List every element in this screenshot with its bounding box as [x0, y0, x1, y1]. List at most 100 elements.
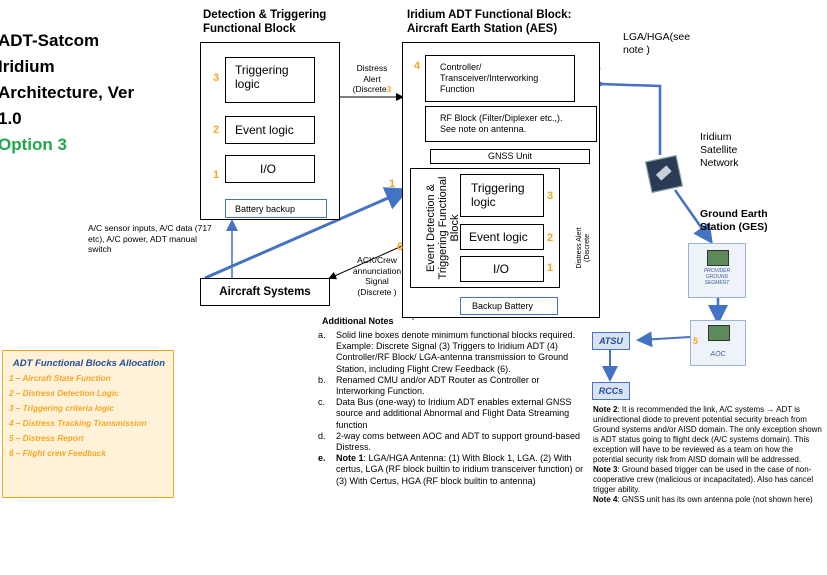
provider-line: GROUND: [705, 274, 729, 280]
aircraft-systems-box: Aircraft Systems: [200, 278, 330, 306]
aoc-box: AOC: [690, 320, 746, 366]
note-text: Renamed CMU and/or ADT Router as Control…: [336, 374, 540, 397]
aes-header-line: Iridium ADT Functional Block:: [407, 9, 572, 21]
sensor-line: etc), A/C power, ADT manual: [88, 233, 197, 244]
detection-event-num: 2: [213, 124, 220, 136]
note-label: c.: [318, 397, 326, 408]
rf-line: RF Block (Filter/Diplexer etc.,).: [440, 113, 563, 123]
note-item-b: b. Renamed CMU and/or ADT Router as Contr…: [318, 375, 590, 397]
antenna-label-line: note ): [623, 44, 650, 56]
ack-arrow: [328, 245, 403, 280]
note-text: Solid line boxes denote minimum function…: [336, 330, 576, 374]
right-notes: Note 2: It is recommended the link, A/C …: [593, 405, 825, 505]
aes-event-logic-box: Event logic: [460, 224, 544, 250]
event-detection-label: Event Detection & Triggering Functional …: [425, 176, 461, 280]
allocation-box: ADT Functional Blocks Allocation 1 – Air…: [2, 350, 174, 498]
note-3-text: : Ground based trigger can be used in th…: [593, 465, 814, 494]
note-label: b.: [318, 374, 326, 385]
ges-provider-text: PROVIDER GROUND SEGMENT: [689, 268, 745, 286]
detection-block-header: Detection & Triggering Functional Block: [203, 8, 326, 36]
note-text: 2-way coms between AOC and ADT to suppor…: [336, 430, 580, 453]
allocation-item: 5 – Distress Report: [9, 434, 84, 443]
ges-box: PROVIDER GROUND SEGMENT: [688, 243, 746, 298]
note-label: a.: [318, 330, 326, 340]
note-3: Note 3: Ground based trigger can be used…: [593, 465, 825, 495]
detection-triggering-logic-box: Triggering logic: [225, 57, 315, 103]
note-text: : LGA/HGA Antenna: (1) With Block 1, LGA…: [336, 453, 584, 486]
aes-triggering-text: logic: [471, 195, 496, 209]
note-item-d: d.2-way coms between AOC and ADT to supp…: [318, 431, 590, 453]
aes-io-box: I/O: [460, 256, 544, 282]
rf-line: See note on antenna.: [440, 124, 527, 134]
title-line: 1.0: [0, 109, 22, 128]
aoc-label: AOC: [710, 351, 726, 358]
aircraft-systems-text: Aircraft Systems: [219, 286, 311, 298]
detection-triggering-num: 3: [213, 72, 220, 84]
antenna-label-line: LGA/HGA(see: [623, 31, 691, 43]
ges-label-line: Ground Earth: [700, 208, 768, 220]
ges-building-icon: [707, 250, 729, 266]
sensor-line: switch: [88, 244, 112, 254]
note-3-bold: Note 3: [593, 465, 618, 474]
aes-io-text: I/O: [493, 262, 510, 276]
aes-io-num: 1: [547, 262, 554, 274]
satellite-label: Iridium Satellite Network: [700, 131, 739, 170]
controller-line: Transceiver/Interworking: [440, 73, 539, 83]
aes-triggering-num: 3: [547, 190, 554, 202]
allocation-item: 4 – Distress Tracking Transmission: [9, 419, 147, 428]
note-label: e.: [318, 453, 326, 464]
detection-io-box: I/O: [225, 155, 315, 183]
note-4-bold: Note 4: [593, 495, 618, 504]
provider-line: SEGMENT: [704, 280, 730, 286]
distress-alert-num: 3: [386, 84, 392, 94]
allocation-item: 1 – Aircraft State Function: [9, 374, 111, 383]
satellite-icon: [645, 155, 683, 193]
ack-line: annunciation: [352, 265, 402, 276]
note-item-e: e.Note 1: LGA/HGA Antenna: (1) With Bloc…: [318, 453, 590, 487]
detection-header-line: Detection & Triggering: [203, 9, 327, 21]
allocation-title: ADT Functional Blocks Allocation: [12, 358, 166, 369]
title-line: Architecture, Ver: [0, 83, 135, 102]
rccs-box: RCCs: [592, 382, 630, 400]
note-2-bold: Note 2: [593, 405, 618, 414]
battery-backup-text: Battery backup: [235, 204, 296, 214]
aircraft-to-aes-arrow: [204, 187, 410, 280]
gnss-unit-box: GNSS Unit: [430, 149, 590, 164]
controller-box: Controller/ Transceiver/Interworking Fun…: [425, 55, 575, 102]
event-logic-text: Event logic: [235, 123, 294, 137]
distress-alert-line: Distress: [356, 63, 388, 73]
triggering-text: logic: [235, 77, 260, 91]
allocation-item: 6 – Flight crew Feedback: [9, 449, 106, 458]
diagram-title: ADT-Satcom Iridium Architecture, Ver 1.0…: [0, 28, 134, 158]
additional-notes-heading: Additional Notes: [322, 316, 394, 326]
aoc-num: 5: [693, 336, 699, 346]
provider-line: PROVIDER: [703, 268, 731, 274]
satellite-label-line: Network: [700, 157, 739, 169]
title-line: Iridium: [0, 57, 55, 76]
aes-header-line: Aircraft Earth Station (AES): [407, 23, 558, 35]
aes-block-header: Iridium ADT Functional Block: Aircraft E…: [407, 8, 571, 36]
controller-line: Function: [440, 84, 475, 94]
note-2: Note 2: It is recommended the link, A/C …: [593, 405, 825, 465]
satellite-label-line: Iridium: [700, 131, 732, 143]
allocation-item: 3 – Triggering criteria logic: [9, 404, 114, 413]
additional-notes-list: a. Solid line boxes denote minimum functi…: [318, 330, 590, 487]
aes-triggering-logic-box: Triggering logic: [460, 174, 544, 217]
antenna-label: LGA/HGA(see note ): [623, 31, 690, 57]
satellite-label-line: Satellite: [700, 144, 738, 156]
antenna-satellite-link: [584, 73, 662, 155]
ack-signal-label: ACK/Crew annunciation Signal (Discrete ): [344, 255, 410, 297]
controller-line: Controller/: [440, 62, 482, 72]
aes-triggering-text: Triggering: [471, 181, 525, 195]
atsu-text: ATSU: [599, 336, 623, 346]
distress-alert-line: Alert: [363, 73, 381, 84]
detection-io-num: 1: [213, 169, 220, 181]
ack-line: Signal: [365, 276, 389, 286]
satellite-ges-link: [673, 189, 713, 245]
ack-line: (Discrete ): [357, 286, 397, 297]
ack-num: 6: [397, 241, 404, 253]
note-4: Note 4: GNSS unit has its own antenna po…: [593, 495, 825, 505]
rccs-text: RCCs: [598, 386, 624, 396]
distress-alert-discrete-label: Distress Alert (Discrete: [576, 227, 591, 269]
atsu-box: ATSU: [592, 332, 630, 350]
